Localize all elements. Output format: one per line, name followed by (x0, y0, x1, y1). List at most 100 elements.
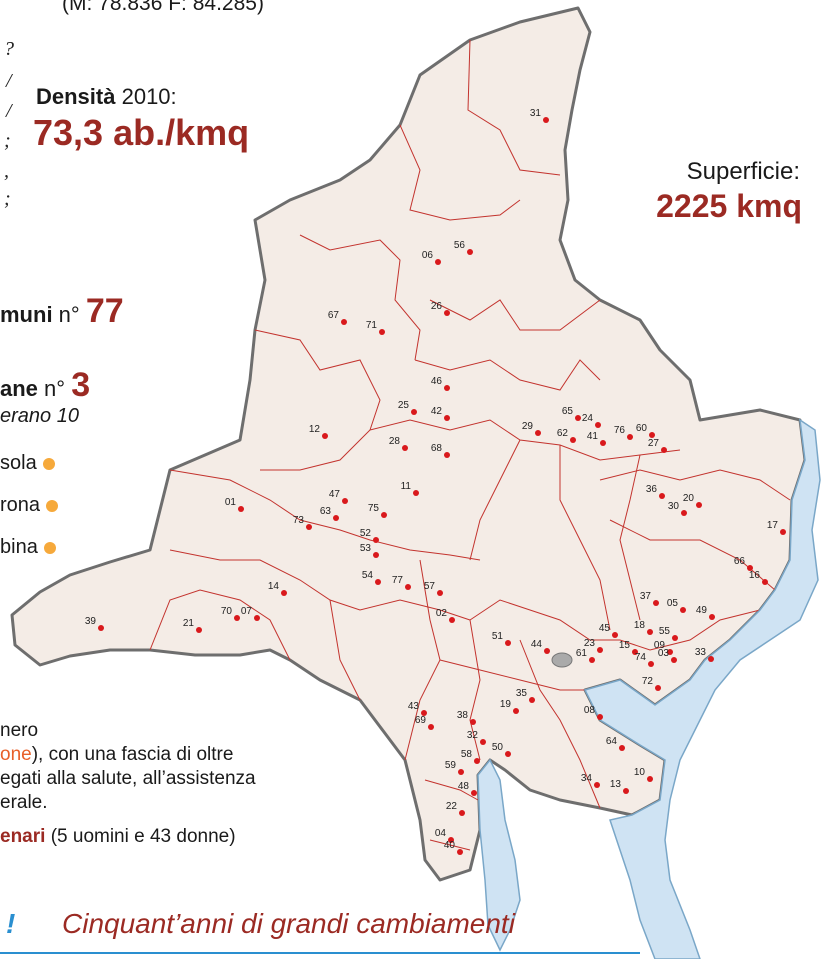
comune-number: 64 (606, 736, 618, 747)
comune-number: 28 (389, 436, 401, 447)
comune-number: 22 (446, 801, 458, 812)
comune-number: 01 (225, 497, 237, 508)
bottom-line-4: erale. (0, 792, 48, 813)
comune-pin-icon (762, 579, 768, 585)
comune-pin-icon (196, 627, 202, 633)
comune-number: 44 (531, 639, 543, 650)
comune-number: 23 (584, 638, 596, 649)
bottom-line-2: one), con una fascia di oltre (0, 744, 233, 766)
density-label: Densità 2010: (36, 84, 177, 110)
comune-pin-icon (597, 714, 603, 720)
comune-pin-icon (513, 708, 519, 714)
cropped-mark: ? (4, 38, 14, 60)
comune-pin-icon (619, 745, 625, 751)
comune-pin-icon (627, 434, 633, 440)
comune-number: 38 (457, 710, 469, 721)
comune-pin-icon (671, 657, 677, 663)
cropped-mark: ; (4, 188, 11, 210)
comune-number: 11 (401, 481, 412, 492)
comune-pin-icon (623, 788, 629, 794)
bottom-line-2-colored: one (0, 744, 32, 765)
comune-number: 77 (392, 575, 404, 586)
population-note: (M: 78.836 F: 84.285) (62, 0, 264, 15)
comune-pin-icon (421, 710, 427, 716)
comune-pin-icon (333, 515, 339, 521)
comune-number: 17 (767, 520, 779, 531)
comune-pin-icon (342, 498, 348, 504)
comune-number: 03 (658, 648, 670, 659)
comune-number: 75 (368, 503, 380, 514)
density-value: 73,3 ab./kmq (33, 112, 250, 153)
comune-number: 52 (360, 528, 372, 539)
comune-pin-icon (306, 524, 312, 530)
comune-pin-icon (708, 656, 714, 662)
comune-number: 02 (436, 608, 448, 619)
comune-pin-icon (449, 617, 455, 623)
comune-number: 65 (562, 406, 574, 417)
comune-pin-icon (373, 552, 379, 558)
comune-number: 62 (557, 428, 569, 439)
comune-number: 04 (435, 828, 447, 839)
montane-value: 3 (71, 366, 91, 404)
bottom-line-1: nero (0, 720, 39, 741)
comune-pin-icon (632, 649, 638, 655)
comune-pin-icon (594, 782, 600, 788)
comune-pin-icon (459, 810, 465, 816)
comune-number: 49 (696, 605, 708, 616)
comune-pin-icon (428, 724, 434, 730)
footer-rule (0, 952, 640, 954)
province-outline (10, 6, 807, 882)
comune-number: 25 (398, 400, 410, 411)
comune-pin-icon (648, 661, 654, 667)
comune-pin-icon (529, 697, 535, 703)
comune-number: 66 (734, 556, 746, 567)
comune-pin-icon (254, 615, 260, 621)
comune-pin-icon (661, 447, 667, 453)
comune-pin-icon (457, 849, 463, 855)
comune-pin-icon (709, 614, 715, 620)
comune-number: 43 (408, 701, 420, 712)
comune-number: 74 (635, 652, 647, 663)
cropped-mark: / (6, 100, 12, 122)
comune-pin-icon (281, 590, 287, 596)
lake-mergozzo (551, 652, 573, 668)
comune-pin-icon (600, 440, 606, 446)
comune-pin-icon (435, 259, 441, 265)
zone-item: sola (0, 452, 55, 475)
comuni-value: 77 (85, 292, 124, 330)
zone-label: rona (0, 494, 41, 516)
comune-number: 15 (619, 640, 631, 651)
comune-number: 34 (581, 773, 593, 784)
area-value: 2225 kmq (656, 188, 802, 224)
comune-pin-icon (444, 310, 450, 316)
bottom-line-2-rest: ), con una fascia di oltre (31, 744, 234, 765)
bottom-line-5-bold: enari (0, 826, 46, 847)
comune-number: 20 (683, 493, 695, 504)
comune-number: 39 (85, 616, 97, 627)
comune-pin-icon (612, 632, 618, 638)
comune-number: 35 (516, 688, 528, 699)
comune-pin-icon (375, 579, 381, 585)
bottom-line-3: egati alla salute, all’assistenza (0, 768, 256, 789)
comune-number: 54 (362, 570, 374, 581)
comune-number: 47 (329, 489, 341, 500)
comune-number: 21 (183, 618, 195, 629)
density-year: 2010: (115, 84, 177, 109)
montane-label: ane (0, 376, 38, 401)
comune-pin-icon (659, 493, 665, 499)
bottom-line-5-rest: (5 uomini e 43 donne) (45, 826, 236, 847)
comune-pin-icon (379, 329, 385, 335)
cropped-mark: , (4, 160, 9, 182)
comune-number: 40 (444, 840, 456, 851)
comune-number: 63 (320, 506, 332, 517)
comune-number: 18 (634, 620, 646, 631)
comune-number: 07 (241, 606, 253, 617)
comune-number: 32 (467, 730, 479, 741)
comune-number: 46 (431, 376, 443, 387)
comune-pin-icon (589, 657, 595, 663)
comune-pin-icon (474, 758, 480, 764)
comune-number: 06 (422, 250, 434, 261)
zone-item: bina (0, 536, 56, 559)
comune-pin-icon (238, 506, 244, 512)
comune-pin-icon (667, 649, 673, 655)
